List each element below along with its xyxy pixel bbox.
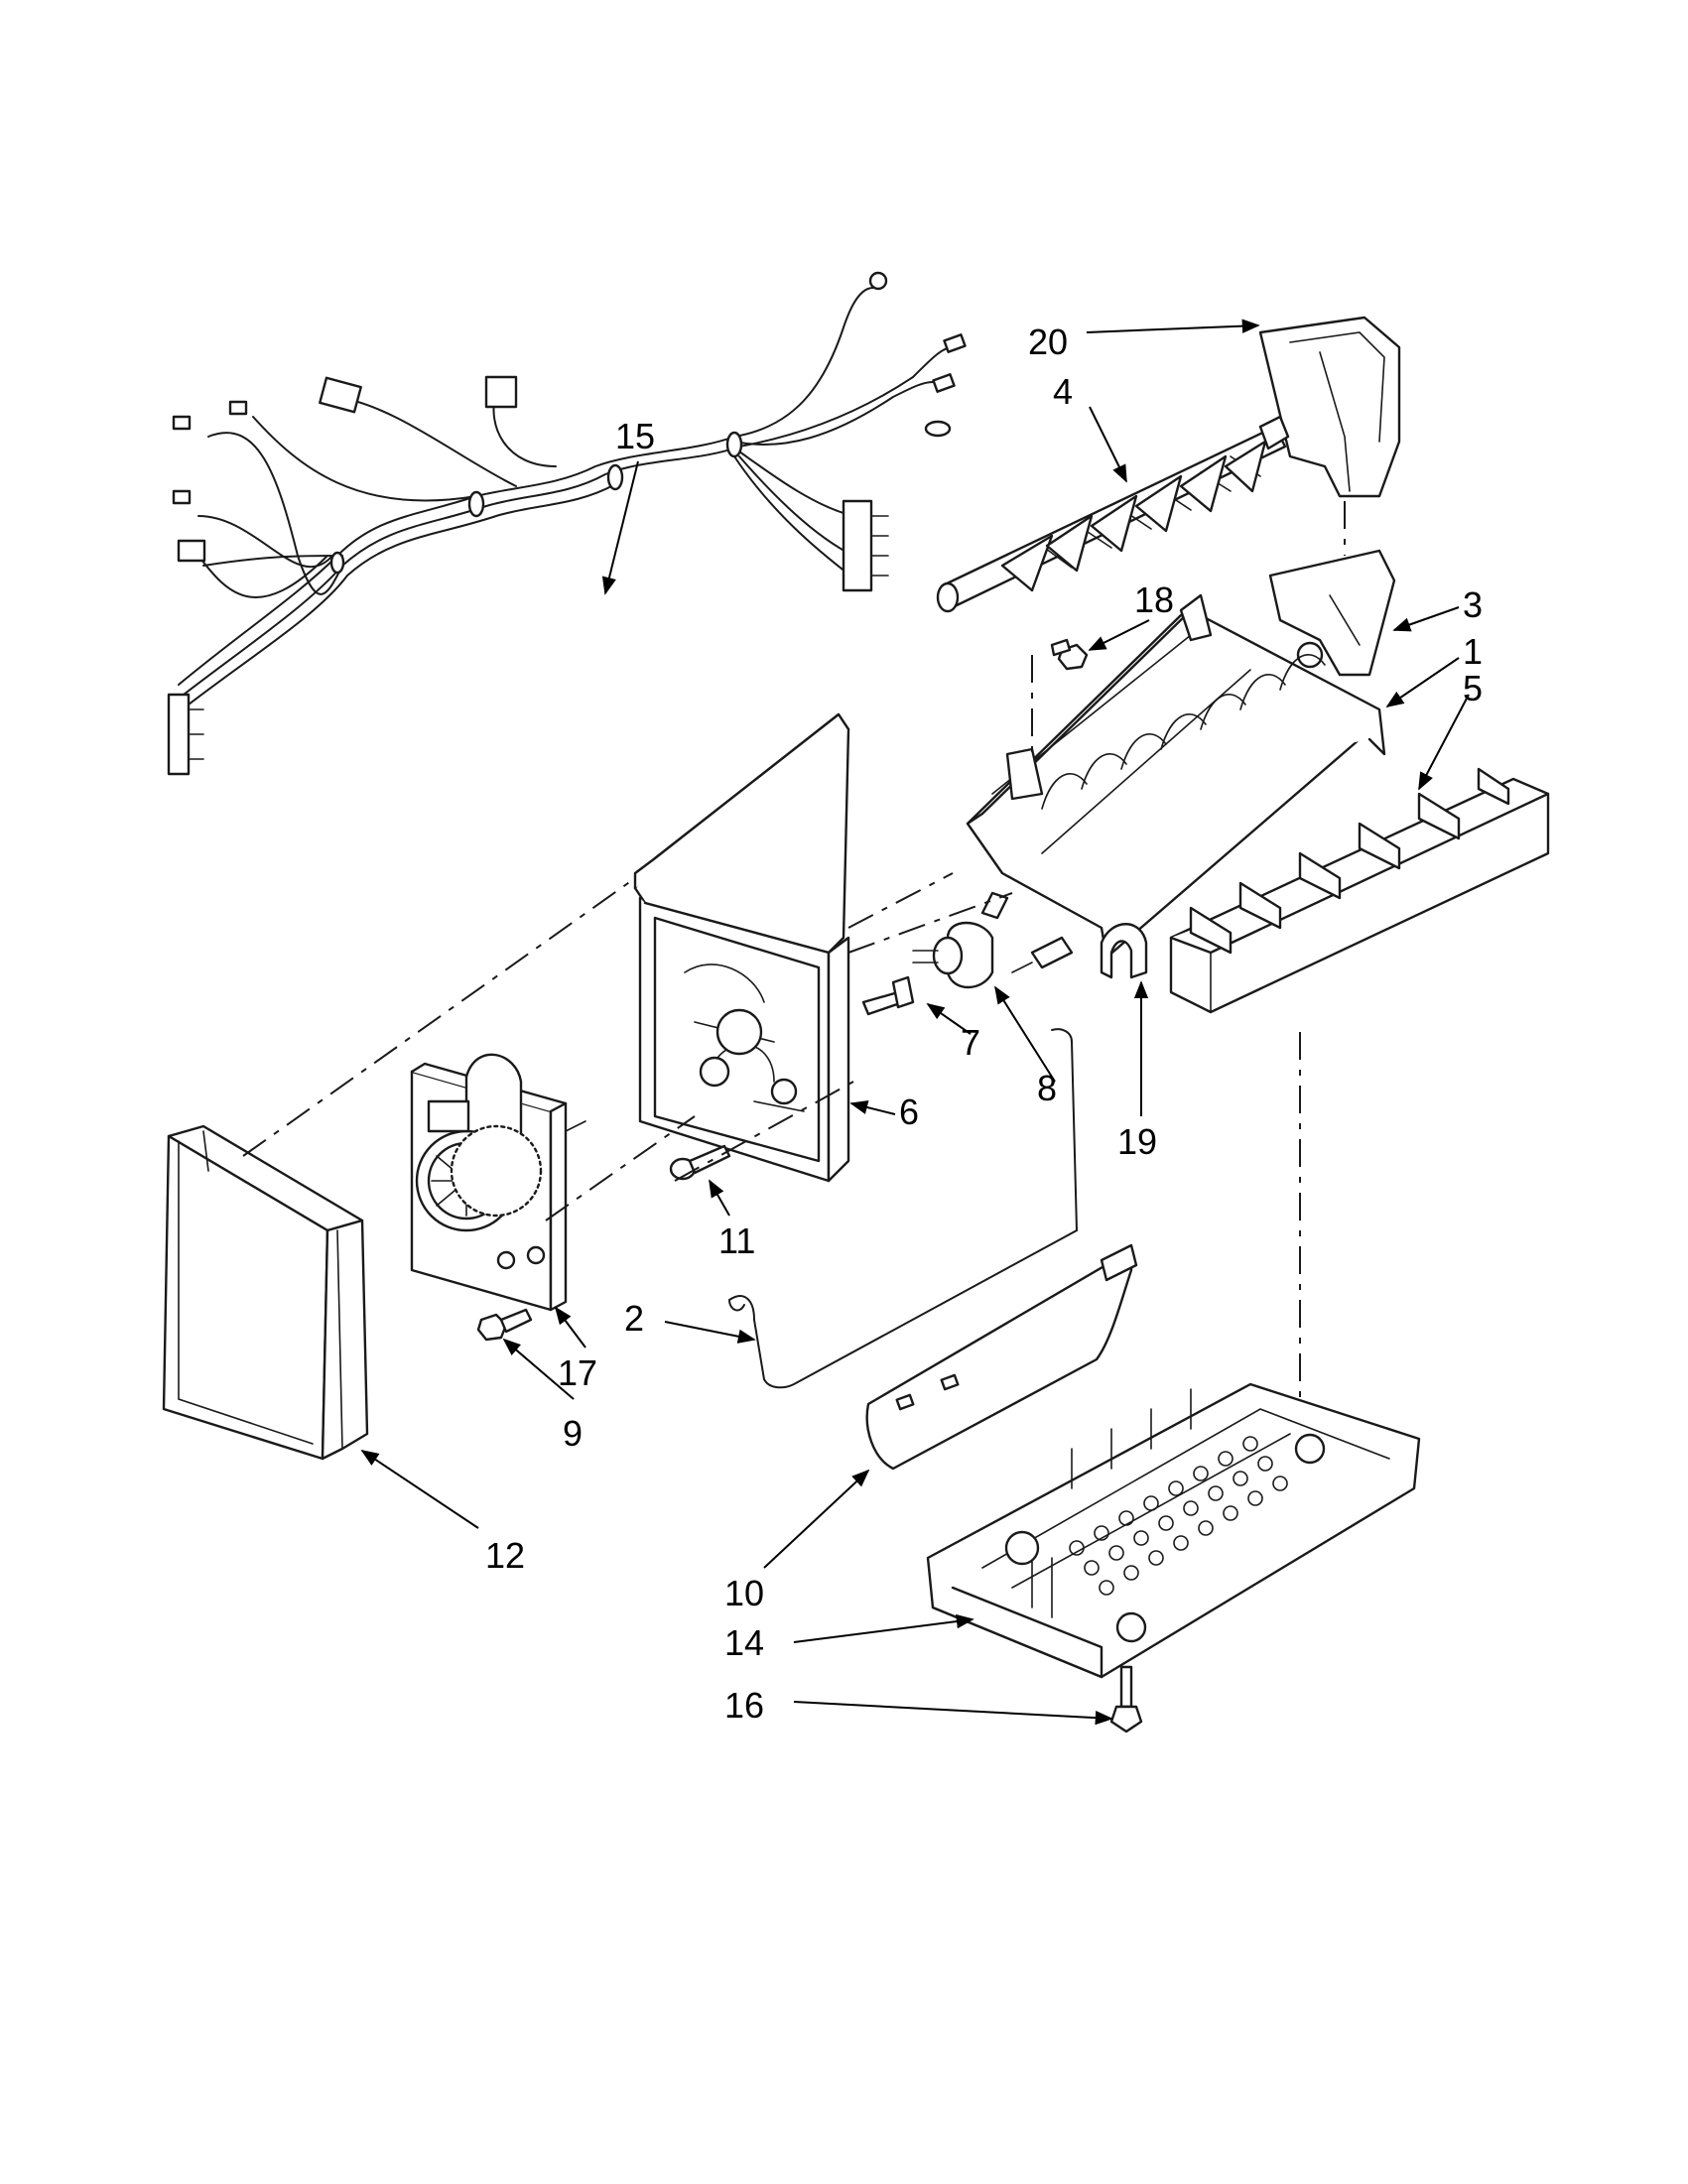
leader-lines [360, 319, 1470, 1726]
alignment-lines [242, 655, 1301, 1399]
bearing-cover [1268, 501, 1396, 677]
callout-6: 6 [899, 1092, 919, 1132]
heater-pins [861, 891, 1074, 1016]
ejector-shaft [936, 415, 1290, 613]
callout-11: 11 [718, 1220, 755, 1261]
callout-14: 14 [724, 1622, 764, 1663]
callout-10: 10 [724, 1573, 764, 1613]
ice-chute-funnel [1258, 316, 1401, 498]
callout-20: 20 [1028, 321, 1068, 362]
callout-19: 19 [1117, 1121, 1157, 1162]
ice-bin-base [926, 1382, 1421, 1679]
callout-3: 3 [1463, 584, 1483, 625]
front-cover [162, 1124, 369, 1461]
callout-8: 8 [1037, 1068, 1057, 1108]
screw-9 [476, 1308, 533, 1342]
callout-5: 5 [1463, 668, 1483, 708]
callout-18: 18 [1134, 579, 1174, 620]
callout-16: 16 [724, 1685, 764, 1726]
control-module [410, 1053, 586, 1312]
motor-housing [633, 712, 850, 1183]
wire-harness [167, 271, 967, 776]
callout-7: 7 [961, 1022, 980, 1063]
callout-labels: 20 4 15 18 3 1 5 8 7 6 19 11 2 17 9 12 1… [485, 321, 1483, 1726]
feeler-arm [728, 1028, 1079, 1389]
callout-2: 2 [624, 1298, 644, 1339]
screw-18 [1050, 638, 1089, 671]
clip [1100, 923, 1148, 979]
thermostat [912, 921, 994, 989]
callout-4: 4 [1053, 371, 1073, 412]
screw-16 [1109, 1665, 1143, 1734]
callout-15: 15 [615, 416, 655, 456]
callout-9: 9 [563, 1413, 583, 1454]
callout-1: 1 [1463, 631, 1483, 672]
callout-12: 12 [485, 1535, 525, 1576]
feeler-paddle [865, 1243, 1138, 1471]
ice-mold [966, 593, 1386, 960]
stripper [1169, 767, 1550, 1014]
callout-17: 17 [558, 1352, 597, 1393]
screw-11 [669, 1144, 731, 1181]
